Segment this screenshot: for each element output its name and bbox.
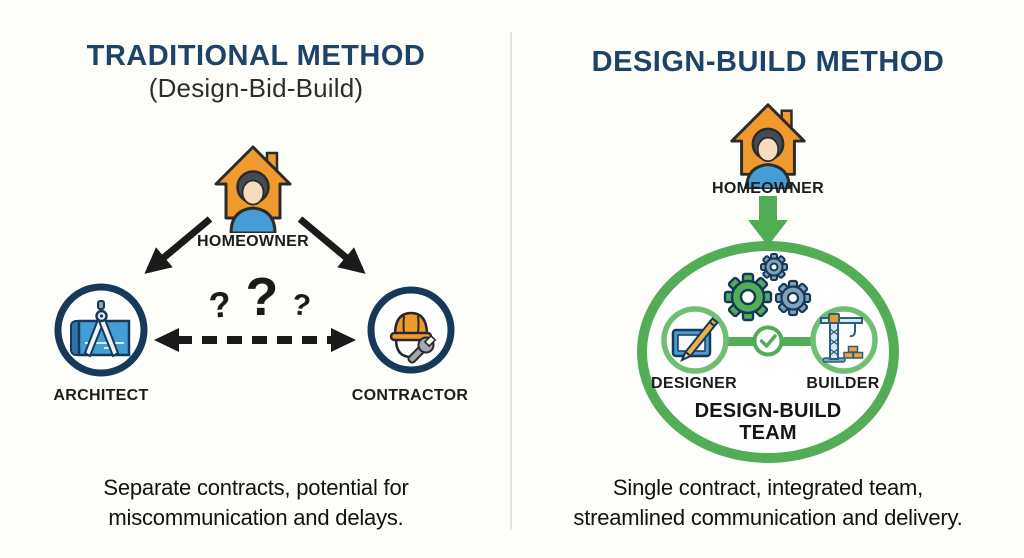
center-divider-line — [510, 32, 512, 530]
designer-label: DESIGNER — [651, 375, 737, 392]
team-label-line2: TEAM — [739, 422, 797, 444]
question-mark: ? — [245, 267, 279, 327]
architect-blueprint-icon — [54, 283, 148, 377]
designer-check-connector — [722, 337, 757, 346]
architect-contractor-dashed-arrow — [154, 328, 356, 352]
left-homeowner-label: HOMEOWNER — [196, 233, 310, 250]
right-homeowner-label: HOMEOWNER — [711, 180, 825, 197]
right-caption-line2: streamlined communication and delivery. — [573, 505, 963, 530]
collaboration-gears-icon — [723, 253, 812, 322]
wrench-icon — [407, 334, 437, 364]
question-mark: ? — [290, 287, 313, 324]
check-builder-connector — [779, 337, 814, 346]
question-mark: ? — [207, 282, 234, 327]
builder-crane-icon — [810, 306, 878, 374]
homeowner-to-team-arrow — [748, 196, 788, 246]
contractor-label: CONTRACTOR — [351, 387, 469, 404]
agreement-check-icon — [752, 325, 784, 357]
right-panel-title: DESIGN-BUILD METHOD — [591, 46, 945, 78]
homeowner-icon — [730, 103, 806, 189]
left-caption-line2: miscommunication and delays. — [108, 505, 404, 530]
team-label-line1: DESIGN-BUILD — [694, 400, 842, 422]
left-panel-title: TRADITIONAL METHOD — [86, 40, 426, 72]
homeowner-to-parties-arrows — [144, 216, 366, 274]
left-panel-subtitle: (Design-Bid-Build) — [148, 73, 364, 103]
left-caption-line1: Separate contracts, potential for — [103, 475, 409, 500]
homeowner-icon — [214, 145, 292, 233]
miscommunication-question-marks: ? ? ? — [190, 267, 330, 328]
builder-label: BUILDER — [806, 375, 880, 392]
left-caption: Separate contracts, potential for miscom… — [0, 473, 512, 533]
right-caption: Single contract, integrated team, stream… — [512, 473, 1024, 533]
right-caption-line1: Single contract, integrated team, — [612, 475, 924, 500]
architect-label: ARCHITECT — [53, 387, 149, 404]
designer-tablet-icon — [661, 306, 729, 374]
contractor-hardhat-icon — [367, 286, 455, 374]
